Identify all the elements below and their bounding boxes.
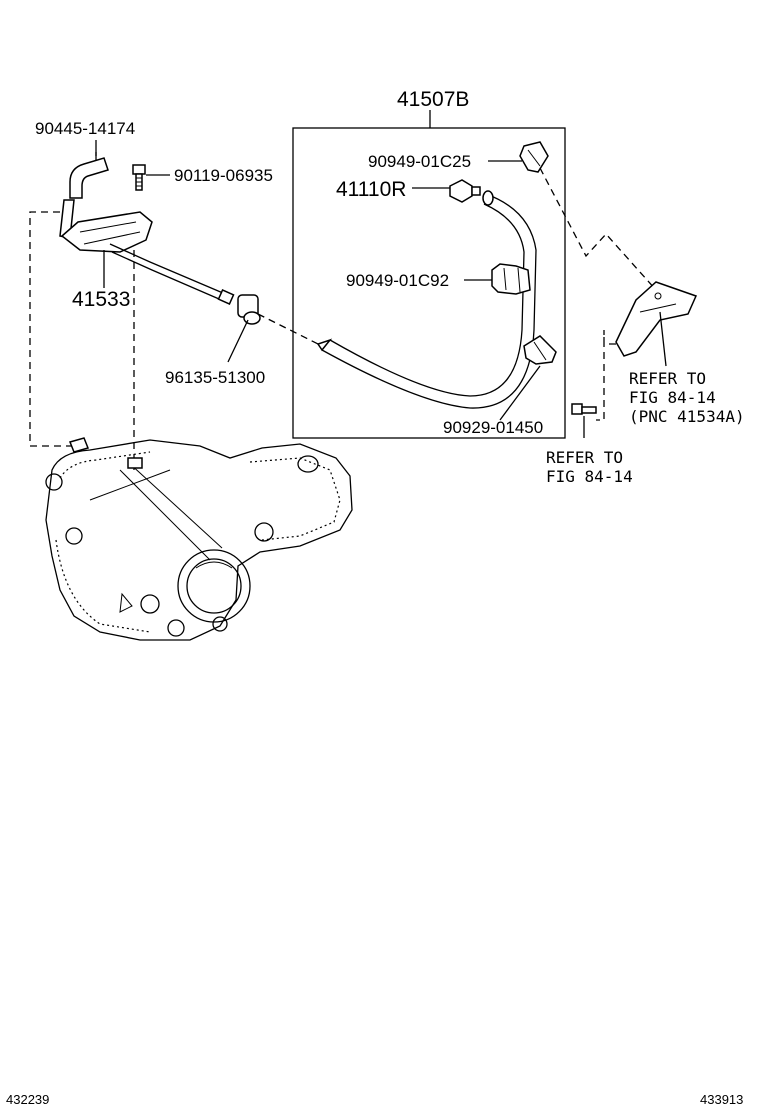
clip-c25-icon[interactable] — [519, 141, 549, 173]
label-41110r[interactable]: 41110R — [336, 178, 406, 201]
ref2-line2: FIG 84-14 — [546, 467, 633, 486]
label-90929-01450[interactable]: 90929-01450 — [443, 418, 543, 437]
label-90445-14174[interactable]: 90445-14174 — [35, 119, 135, 138]
clip-c92-icon[interactable] — [491, 263, 531, 295]
clip-90929-icon[interactable] — [523, 335, 557, 365]
bracket-pipe-icon[interactable] — [60, 211, 235, 305]
mount-bolt-icon[interactable] — [571, 403, 597, 415]
mount-bracket-icon[interactable] — [615, 281, 698, 357]
footer-left-id: 432239 — [6, 1092, 49, 1107]
transfer-case-icon — [45, 437, 353, 641]
label-90119-06935[interactable]: 90119-06935 — [174, 166, 273, 185]
breather-hose-icon[interactable] — [316, 190, 537, 409]
label-41507b[interactable]: 41507B — [397, 88, 469, 111]
label-90949-01c92[interactable]: 90949-01C92 — [346, 271, 449, 290]
ref1-line1: REFER TO — [629, 369, 706, 388]
union-fitting-icon[interactable] — [449, 179, 481, 203]
bolt-icon[interactable] — [132, 164, 146, 191]
label-90949-01c25[interactable]: 90949-01C25 — [368, 152, 471, 171]
ref1-line3: (PNC 41534A) — [629, 407, 745, 426]
assembly-box: 41507B — [292, 88, 566, 439]
label-41533[interactable]: 41533 — [72, 288, 130, 311]
ref2-line1: REFER TO — [546, 448, 623, 467]
label-96135-51300[interactable]: 96135-51300 — [165, 368, 265, 387]
plug-icon[interactable] — [237, 294, 261, 325]
ref1-line2: FIG 84-14 — [629, 388, 716, 407]
footer-right-id: 433913 — [700, 1092, 743, 1107]
